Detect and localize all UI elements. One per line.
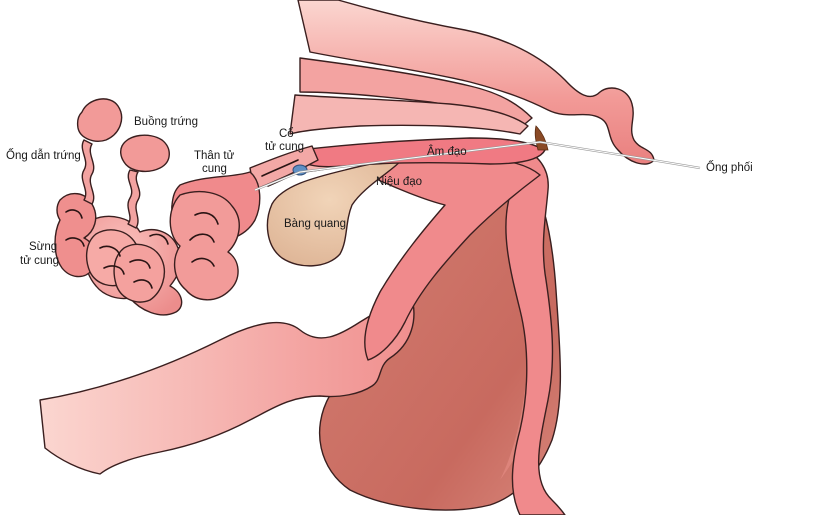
label-uterine-horn-line2: tử cung	[20, 255, 59, 267]
label-vagina: Âm đạo	[427, 145, 467, 158]
label-oviduct: Ống dẫn trứng	[6, 148, 81, 162]
label-uterine-body-line1: Thân tử	[194, 150, 235, 162]
label-cervix-line2: tử cung	[265, 141, 304, 153]
pelvic-floor	[39, 291, 415, 475]
label-uterine-body-line2: cung	[202, 163, 227, 175]
ovaries	[76, 98, 170, 173]
label-uterine-horn-line1: Sừng	[29, 241, 57, 253]
label-cervix-line1: Cổ	[279, 128, 294, 140]
label-bladder: Bàng quang	[284, 218, 346, 230]
label-ovary: Buồng trứng	[134, 116, 198, 128]
vagina	[299, 137, 546, 168]
label-urethra: Niệu đạo	[376, 176, 422, 188]
vaginal-roof	[289, 94, 529, 135]
label-insemination-tube: Ống phối	[706, 160, 753, 174]
ovary-right	[119, 134, 170, 173]
ovary-left	[76, 98, 123, 142]
oviducts	[81, 139, 141, 229]
insemination-tube	[254, 140, 701, 192]
vulva-tissue	[505, 149, 566, 515]
uterine-horns	[54, 191, 240, 316]
vestibule-tissue	[534, 125, 549, 151]
